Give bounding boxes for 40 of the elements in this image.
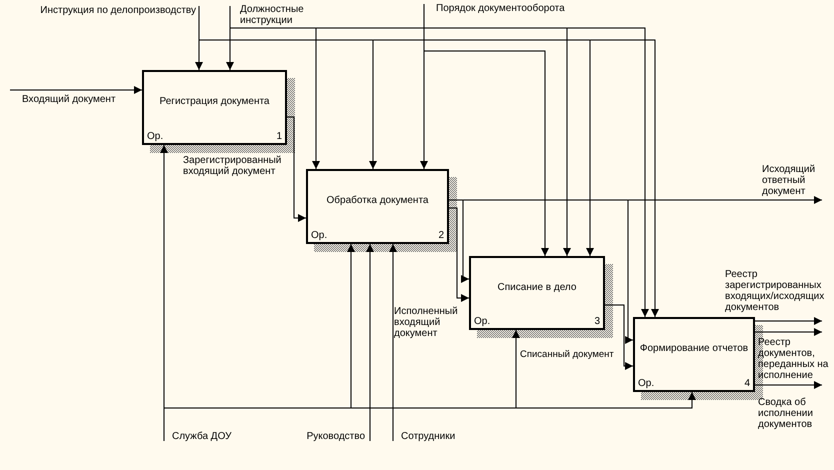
box-number: 1 — [276, 131, 282, 142]
arrow — [286, 116, 306, 222]
edge-label: Исполненный входящий документ — [394, 306, 456, 339]
arrow — [10, 86, 142, 94]
activity-title: Обработка документа — [326, 195, 430, 206]
activity-box — [633, 317, 755, 392]
box-note: Ор. — [311, 230, 328, 241]
arrow-label: Инструкция по делопроизводству — [5, 4, 199, 20]
box-note: Ор. — [474, 316, 490, 327]
activity-title: Формирование отчетов — [638, 343, 750, 354]
activity-box — [306, 169, 449, 244]
arrow-label: Сотрудники — [393, 425, 463, 443]
activity-title: Списание в дело — [496, 282, 578, 293]
arrow — [164, 392, 696, 442]
box-note: Ор. — [638, 378, 654, 389]
arrow-label: Входящий документ — [10, 88, 138, 106]
arrow — [366, 244, 374, 442]
arrow — [424, 4, 549, 256]
arrow-label: Реестр зарегистрированных входящих/исходящих документов — [725, 268, 833, 321]
arrow — [754, 381, 822, 389]
box-number: 2 — [438, 230, 444, 241]
arrow-label: Руководство — [300, 425, 370, 443]
arrow — [389, 244, 397, 442]
arrow-label: Реестр документов, переданных на исполнение — [758, 332, 834, 382]
arrow-label: Служба ДОУ — [164, 425, 244, 443]
activity-box — [142, 70, 287, 145]
box-number: 4 — [744, 378, 750, 389]
arrow-label: Исходящий ответный документ — [762, 163, 834, 200]
arrow-label: Должностные инструкции — [230, 3, 340, 30]
box-number: 3 — [594, 316, 600, 327]
arrow — [754, 317, 822, 325]
arrow-label: Сводка об исполнении документов — [758, 385, 834, 431]
arrow — [754, 328, 822, 336]
arrow-label: Порядок документооборота — [424, 2, 594, 18]
arrow — [448, 208, 470, 302]
arrow — [604, 304, 634, 370]
edge-label: Списанный документ — [520, 349, 614, 360]
activity-title: Регистрация документа — [158, 96, 270, 107]
activity-box — [469, 256, 605, 330]
box-note: Ор. — [147, 131, 164, 142]
